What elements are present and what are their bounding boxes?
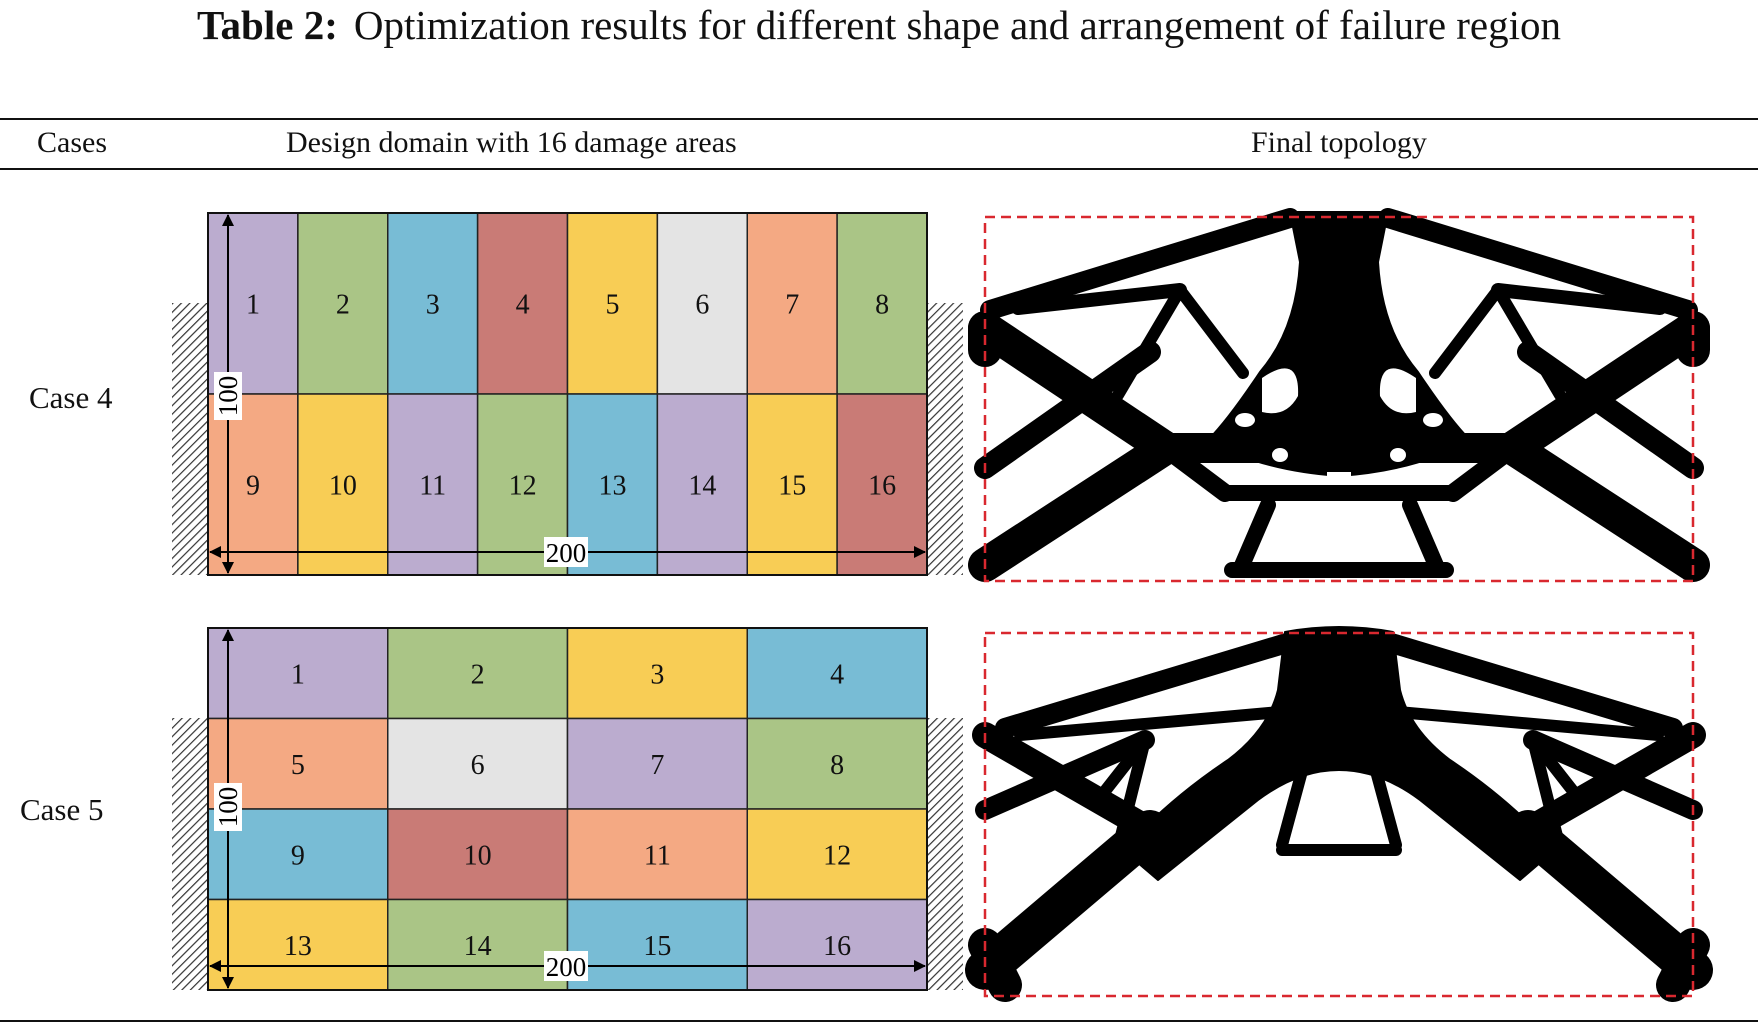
damage-area-number: 10 <box>329 471 357 502</box>
damage-area-15 <box>566 898 748 991</box>
case-4-right-support <box>927 303 963 575</box>
damage-area-number: 3 <box>650 659 664 690</box>
damage-area-number: 9 <box>291 840 305 871</box>
case-4-height-label: 100 <box>213 376 243 417</box>
damage-area-13 <box>207 898 389 991</box>
damage-area-number: 10 <box>464 840 492 871</box>
damage-area-number: 2 <box>471 659 485 690</box>
case-4-height-label-bg <box>214 372 242 420</box>
damage-area-number: 15 <box>778 471 806 502</box>
case-5-height-label: 100 <box>213 787 243 828</box>
damage-area-number: 12 <box>509 471 537 502</box>
damage-area-number: 1 <box>291 659 305 690</box>
damage-area-3 <box>387 212 479 395</box>
damage-area-number: 2 <box>336 290 350 321</box>
damage-area-number: 7 <box>785 290 799 321</box>
damage-area-number: 4 <box>516 290 530 321</box>
damage-area-number: 1 <box>246 290 260 321</box>
damage-area-16 <box>746 898 928 991</box>
case-5-label: Case 5 <box>20 792 104 827</box>
damage-area-number: 16 <box>823 931 851 962</box>
case-5-left-support <box>172 718 208 990</box>
table-caption: Table 2: Optimization results for differe… <box>0 2 1758 48</box>
damage-area-5 <box>566 212 659 395</box>
damage-area-15 <box>746 393 838 576</box>
damage-area-number: 8 <box>830 750 844 781</box>
damage-area-number: 5 <box>605 290 619 321</box>
case-4-topology-frame <box>983 215 1695 583</box>
case-4-final-topology <box>968 208 1710 583</box>
case-5-right-support <box>927 718 963 990</box>
header-rule <box>0 168 1758 170</box>
damage-area-3 <box>566 627 748 720</box>
damage-area-10 <box>297 393 389 576</box>
damage-area-number: 6 <box>471 750 485 781</box>
header-cases: Cases <box>37 126 107 159</box>
damage-area-8 <box>746 717 928 810</box>
case-4-domain-border <box>207 212 928 576</box>
damage-area-7 <box>566 717 748 810</box>
case-4-label: Case 4 <box>29 380 113 415</box>
damage-area-14 <box>656 393 748 576</box>
damage-area-number: 13 <box>284 931 312 962</box>
damage-area-16 <box>836 393 928 576</box>
damage-area-number: 11 <box>644 840 671 871</box>
damage-area-number: 11 <box>419 471 446 502</box>
damage-area-number: 3 <box>426 290 440 321</box>
damage-area-number: 13 <box>598 471 626 502</box>
header-design-domain: Design domain with 16 damage areas <box>286 126 737 159</box>
caption-text: Optimization results for different shape… <box>353 2 1562 48</box>
bottom-rule <box>0 1020 1758 1022</box>
case-5-domain-border <box>207 627 928 991</box>
damage-area-number: 14 <box>688 471 716 502</box>
case-5-width-label: 200 <box>546 952 587 982</box>
case-4-width-label: 200 <box>546 538 587 568</box>
damage-area-number: 16 <box>868 471 896 502</box>
case-4-width-label-bg <box>544 537 588 567</box>
damage-area-number: 12 <box>823 840 851 871</box>
case-4-left-support <box>172 303 208 575</box>
damage-area-number: 14 <box>464 931 492 962</box>
header-final-topology: Final topology <box>1251 126 1427 159</box>
case-5-topology-frame <box>983 631 1695 998</box>
damage-area-7 <box>746 212 838 395</box>
case-5-width-label-bg <box>544 951 588 981</box>
damage-area-11 <box>387 393 479 576</box>
damage-area-number: 9 <box>246 471 260 502</box>
damage-area-12 <box>746 808 928 901</box>
case-5-final-topology <box>965 626 1713 1002</box>
damage-area-number: 4 <box>830 659 844 690</box>
damage-area-number: 15 <box>643 931 671 962</box>
case-5-height-label-bg <box>214 783 242 831</box>
damage-area-number: 5 <box>291 750 305 781</box>
damage-area-11 <box>566 808 748 901</box>
damage-area-6 <box>656 212 748 395</box>
damage-area-number: 6 <box>695 290 709 321</box>
damage-area-number: 7 <box>650 750 664 781</box>
damage-area-number: 8 <box>875 290 889 321</box>
caption-label: Table 2: <box>196 2 338 48</box>
top-rule <box>0 118 1758 120</box>
